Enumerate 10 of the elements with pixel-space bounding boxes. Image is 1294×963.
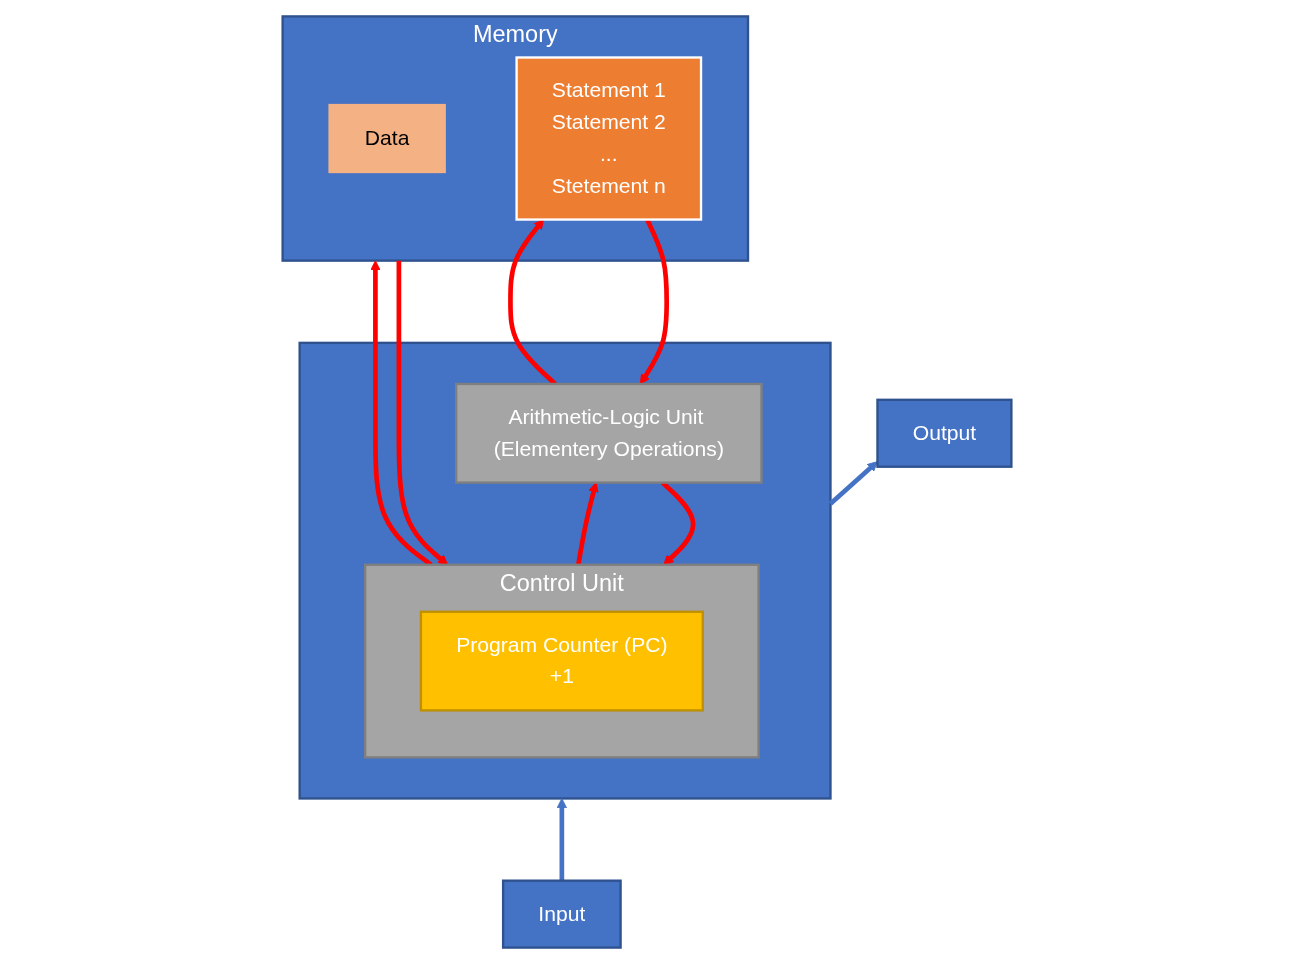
node-box: Output <box>876 398 1013 468</box>
arrow <box>556 797 567 881</box>
cluster <box>298 341 832 800</box>
node-box: Program Counter (PC) +1 <box>419 610 704 712</box>
arrow <box>828 460 878 506</box>
node-box: Statement 1 Statement 2 ... Stetement n <box>515 55 703 221</box>
node-box: Arithmetic-Logic Unit (Elementery Operations) <box>455 382 763 484</box>
arrow <box>396 260 449 565</box>
node-box: Input <box>501 879 622 949</box>
node-box: Data <box>328 103 446 173</box>
